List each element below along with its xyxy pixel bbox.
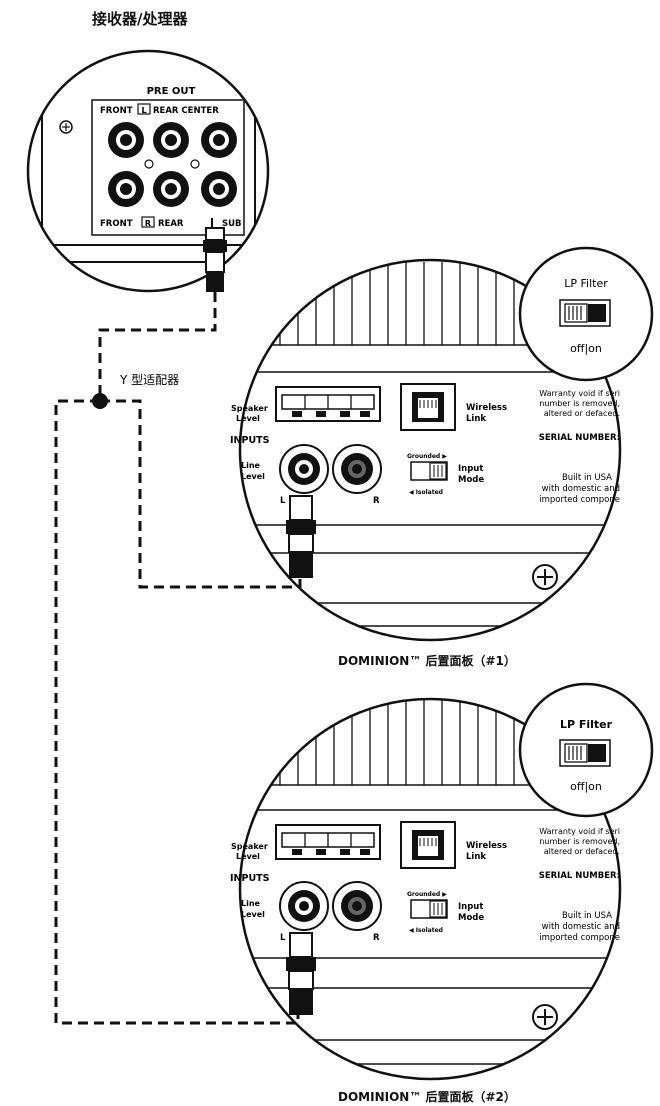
lp-filter-switch[interactable]	[559, 739, 611, 767]
built-text-2: with domestic and	[542, 484, 620, 494]
y-adapter-junction	[92, 393, 108, 409]
jack-sub	[201, 171, 237, 207]
rca-plug-icon	[286, 932, 316, 1015]
built-text-1: Built in USA	[562, 473, 612, 483]
grounded-label: Grounded ▶	[407, 453, 447, 460]
line-level-label: Line	[241, 461, 261, 470]
warranty-text-1: Warranty void if seri	[539, 389, 620, 398]
panel2-input-mode-switch[interactable]	[410, 899, 448, 919]
wireless-link-label-2: Link	[466, 852, 486, 862]
front-top-label: FRONT	[100, 106, 133, 116]
receiver-title: 接收器/处理器	[92, 10, 188, 28]
built-text-1: Built in USA	[562, 911, 612, 921]
sub-label: SUB	[222, 219, 242, 229]
input-mode-label-2: Mode	[458, 475, 484, 485]
off-on-label: off|on	[570, 342, 602, 355]
cable-connections	[54, 292, 302, 1025]
r-badge: R	[145, 219, 151, 228]
rca-plug-icon	[203, 218, 227, 292]
receiver-magnifier: PRE OUT FRONT L REAR CENTER FRONT R REAR…	[26, 49, 270, 293]
rear-bottom-label: REAR	[158, 219, 184, 229]
isolated-label: ◀ Isolated	[409, 489, 443, 496]
r-label: R	[373, 933, 380, 943]
panel-2-caption: DOMINION™ 后置面板（#2）	[338, 1090, 516, 1104]
speaker-level-label: Speaker	[231, 404, 268, 413]
jack-rear-r	[153, 171, 189, 207]
wireless-link-label-2: Link	[466, 414, 486, 424]
lp-filter-2-magnifier: LP Filter off|on	[518, 682, 654, 818]
l-label: L	[280, 496, 286, 506]
inputs-label: INPUTS	[230, 873, 270, 884]
warranty-text-3: altered or defaced.	[544, 847, 620, 856]
panel-1-caption: DOMINION™ 后置面板（#1）	[338, 654, 516, 668]
jack-front-l	[108, 122, 144, 158]
speaker-level-label-2: Level	[236, 414, 260, 423]
input-mode-label-2: Mode	[458, 913, 484, 923]
speaker-level-label-2: Level	[236, 852, 260, 861]
panel2-input-r	[332, 881, 382, 931]
wireless-link-label: Wireless	[466, 841, 507, 851]
panel1-input-l	[279, 444, 329, 494]
panel2-input-l	[279, 881, 329, 931]
line-level-label-2: Level	[241, 910, 265, 919]
l-badge: L	[141, 106, 146, 115]
inputs-label: INPUTS	[230, 435, 270, 446]
warranty-text-2: number is removed,	[539, 837, 620, 846]
off-on-label: off|on	[570, 780, 602, 793]
pre-out-label: PRE OUT	[147, 86, 196, 97]
warranty-text-1: Warranty void if seri	[539, 827, 620, 836]
serial-number-label: SERIAL NUMBER:	[539, 433, 620, 443]
rear-center-label: REAR CENTER	[153, 106, 219, 116]
y-adapter-label: Y 型适配器	[119, 373, 179, 387]
panel1-input-mode-switch[interactable]	[410, 461, 448, 481]
lp-filter-switch[interactable]	[559, 299, 611, 327]
warranty-text-2: number is removed,	[539, 399, 620, 408]
lp-filter-1-magnifier: LP Filter off|on	[518, 246, 654, 382]
wireless-link-label: Wireless	[466, 403, 507, 413]
dominion-panel-1: Speaker Level Wireless Link INPUTS Line …	[230, 258, 622, 642]
lp-filter-label: LP Filter	[560, 718, 613, 731]
warranty-text-3: altered or defaced.	[544, 409, 620, 418]
r-label: R	[373, 496, 380, 506]
speaker-level-label: Speaker	[231, 842, 268, 851]
jack-center	[201, 122, 237, 158]
lp-filter-label: LP Filter	[564, 277, 608, 290]
panel1-input-r	[332, 444, 382, 494]
input-mode-label: Input	[458, 902, 483, 912]
grounded-label: Grounded ▶	[407, 891, 447, 898]
dominion-panel-2: Speaker Level Wireless Link INPUTS Line …	[230, 697, 622, 1081]
built-text-2: with domestic and	[542, 922, 620, 932]
screw-icon	[59, 120, 73, 134]
screw-icon	[532, 564, 558, 590]
built-text-3: imported compone	[539, 933, 620, 943]
line-level-label-2: Level	[241, 472, 265, 481]
built-text-3: imported compone	[539, 495, 620, 505]
line-level-label: Line	[241, 899, 261, 908]
jack-front-r	[108, 171, 144, 207]
front-bottom-label: FRONT	[100, 219, 133, 229]
serial-number-label: SERIAL NUMBER:	[539, 871, 620, 881]
input-mode-label: Input	[458, 464, 483, 474]
l-label: L	[280, 933, 286, 943]
screw-icon	[532, 1004, 558, 1030]
rca-plug-icon	[286, 495, 316, 578]
isolated-label: ◀ Isolated	[409, 927, 443, 934]
jack-rear-l	[153, 122, 189, 158]
